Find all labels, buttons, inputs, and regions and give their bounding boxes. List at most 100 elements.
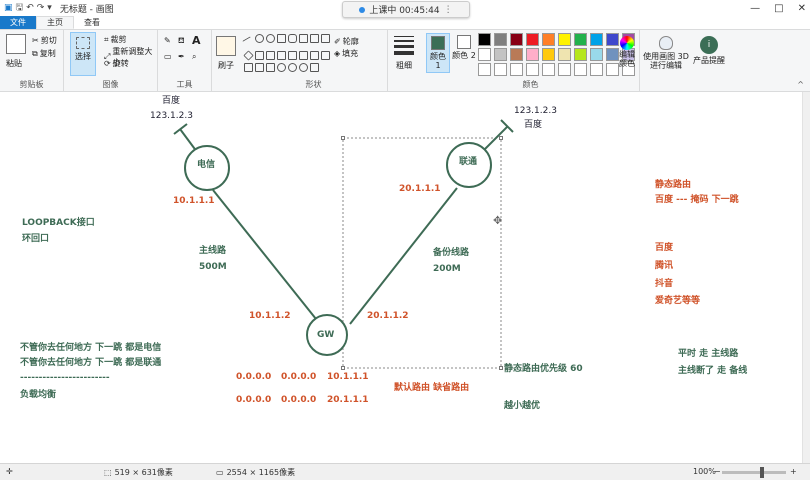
rotate-icon: ⟳ (104, 59, 111, 68)
star5-shape-icon[interactable] (244, 63, 253, 73)
brushes-group[interactable]: 刷子 (212, 30, 240, 92)
right-triangle-shape-icon[interactable] (321, 34, 330, 43)
polygon-shape-icon[interactable] (299, 34, 308, 43)
palette-swatch[interactable] (542, 63, 555, 76)
palette-swatch[interactable] (622, 63, 635, 76)
palette-swatch[interactable] (510, 33, 523, 46)
recording-menu-icon[interactable]: ⋮ (443, 4, 453, 15)
tab-view[interactable]: 查看 (84, 18, 100, 27)
right-arrow-shape-icon[interactable] (277, 50, 286, 60)
zoom-in-button[interactable]: + (790, 467, 797, 476)
fill-button[interactable]: ◈填充 (334, 48, 358, 59)
palette-swatch[interactable] (542, 33, 555, 46)
redo-icon[interactable]: ↷ (36, 3, 45, 13)
palette-swatch[interactable] (526, 48, 539, 61)
star6-shape-icon[interactable] (255, 63, 264, 73)
down-arrow-shape-icon[interactable] (310, 50, 319, 60)
minimize-button[interactable]: — (750, 2, 761, 14)
palette-swatch[interactable] (574, 33, 587, 46)
shapes-gallery[interactable] (242, 34, 330, 74)
zoom-slider-thumb[interactable] (760, 467, 764, 478)
maximize-button[interactable]: □ (774, 2, 784, 14)
zoom-slider[interactable] (722, 467, 786, 478)
tab-file[interactable]: 文件 (0, 16, 36, 29)
palette-swatch[interactable] (494, 33, 507, 46)
left-arrow-shape-icon[interactable] (288, 50, 297, 60)
palette-swatch[interactable] (574, 48, 587, 61)
tab-home[interactable]: 主页 (36, 16, 74, 29)
select-button[interactable]: 选择 (70, 32, 96, 76)
callout-rect-shape-icon[interactable] (266, 63, 275, 73)
quick-access-dropdown-icon[interactable]: ▾ (47, 3, 52, 13)
palette-swatch[interactable] (606, 48, 619, 61)
oval-shape-icon[interactable] (266, 34, 275, 43)
color1-button[interactable]: 颜色 1 (426, 33, 450, 73)
product-alert-group[interactable]: i 产品提醒 (692, 30, 726, 92)
palette-swatch[interactable] (590, 48, 603, 61)
fill-tool[interactable]: ⛾ (178, 36, 185, 46)
undo-icon[interactable]: ↶ (26, 3, 34, 13)
resize-handle-tl[interactable] (341, 136, 345, 140)
magnifier-tool[interactable]: ⌕ (192, 52, 196, 62)
palette-swatch[interactable] (526, 63, 539, 76)
resize-handle-br[interactable] (499, 366, 503, 370)
palette-swatch[interactable] (494, 63, 507, 76)
palette-swatch[interactable] (606, 63, 619, 76)
line-shape-icon[interactable] (242, 36, 255, 49)
triangle-shape-icon[interactable] (310, 34, 319, 43)
callout-cloud-shape-icon[interactable] (288, 63, 297, 73)
cut-button[interactable]: ✂剪切 (32, 35, 57, 46)
hexagon-shape-icon[interactable] (266, 50, 275, 60)
zoom-out-button[interactable]: − (714, 467, 721, 476)
palette-swatch[interactable] (510, 48, 523, 61)
palette-swatch[interactable] (590, 63, 603, 76)
size-group[interactable]: 粗细 (388, 30, 422, 92)
palette-swatch[interactable] (558, 33, 571, 46)
palette-swatch[interactable] (526, 33, 539, 46)
rounded-rect-shape-icon[interactable] (288, 34, 297, 43)
palette-swatch[interactable] (558, 48, 571, 61)
color2-button[interactable]: 颜色 2 (452, 33, 476, 73)
crop-button[interactable]: ⌗裁剪 (104, 34, 127, 45)
palette-swatch[interactable] (558, 63, 571, 76)
save-icon[interactable]: 🖫 (15, 3, 24, 13)
palette-swatch[interactable] (606, 33, 619, 46)
palette-swatch[interactable] (478, 33, 491, 46)
drawing-canvas[interactable]: ✥ 电信 联通 GW 百度 123.1.2.3 123.1.2.3 百度 10.… (0, 92, 810, 463)
palette-swatch[interactable] (510, 63, 523, 76)
paint3d-group[interactable]: 使用画图 3D 进行编辑 (640, 30, 692, 92)
text-tool[interactable]: A (192, 34, 201, 47)
palette-swatch[interactable] (478, 48, 491, 61)
pencil-tool[interactable]: ✎ (164, 36, 171, 45)
rectangle-shape-icon[interactable] (277, 34, 286, 43)
lightning-shape-icon[interactable] (310, 63, 319, 73)
resize-button[interactable]: ⤢重新调整大小 (104, 46, 157, 68)
resize-handle-bl[interactable] (341, 366, 345, 370)
palette-swatch[interactable] (590, 33, 603, 46)
resize-handle-tr[interactable] (499, 136, 503, 140)
eraser-tool[interactable]: ▭ (164, 52, 172, 61)
star4-shape-icon[interactable] (321, 50, 330, 60)
palette-swatch[interactable] (574, 63, 587, 76)
heart-shape-icon[interactable] (299, 63, 308, 73)
paste-icon[interactable] (6, 34, 26, 54)
pentagon-shape-icon[interactable] (255, 50, 264, 60)
recording-indicator[interactable]: 上课中 00:45:44 ⋮ (342, 1, 470, 18)
diamond-shape-icon[interactable] (243, 50, 254, 61)
close-button[interactable]: ✕ (797, 2, 806, 14)
rotate-button[interactable]: ⟳旋转 (104, 58, 129, 69)
color-palette[interactable] (478, 33, 636, 76)
up-arrow-shape-icon[interactable] (299, 50, 308, 60)
palette-swatch[interactable] (494, 48, 507, 61)
vertical-scrollbar[interactable] (802, 92, 810, 463)
copy-button[interactable]: ⧉复制 (32, 48, 56, 59)
callout-oval-shape-icon[interactable] (277, 63, 286, 73)
outline-button[interactable]: ✐轮廓 (334, 36, 359, 47)
curve-shape-icon[interactable] (255, 34, 264, 43)
edit-colors-button[interactable]: 编辑颜色 (616, 36, 638, 68)
color-picker-tool[interactable]: ✒ (178, 52, 185, 61)
palette-swatch[interactable] (542, 48, 555, 61)
collapse-ribbon-icon[interactable]: ^ (797, 80, 804, 89)
palette-swatch[interactable] (478, 63, 491, 76)
paste-button[interactable]: 粘贴 (6, 58, 22, 69)
